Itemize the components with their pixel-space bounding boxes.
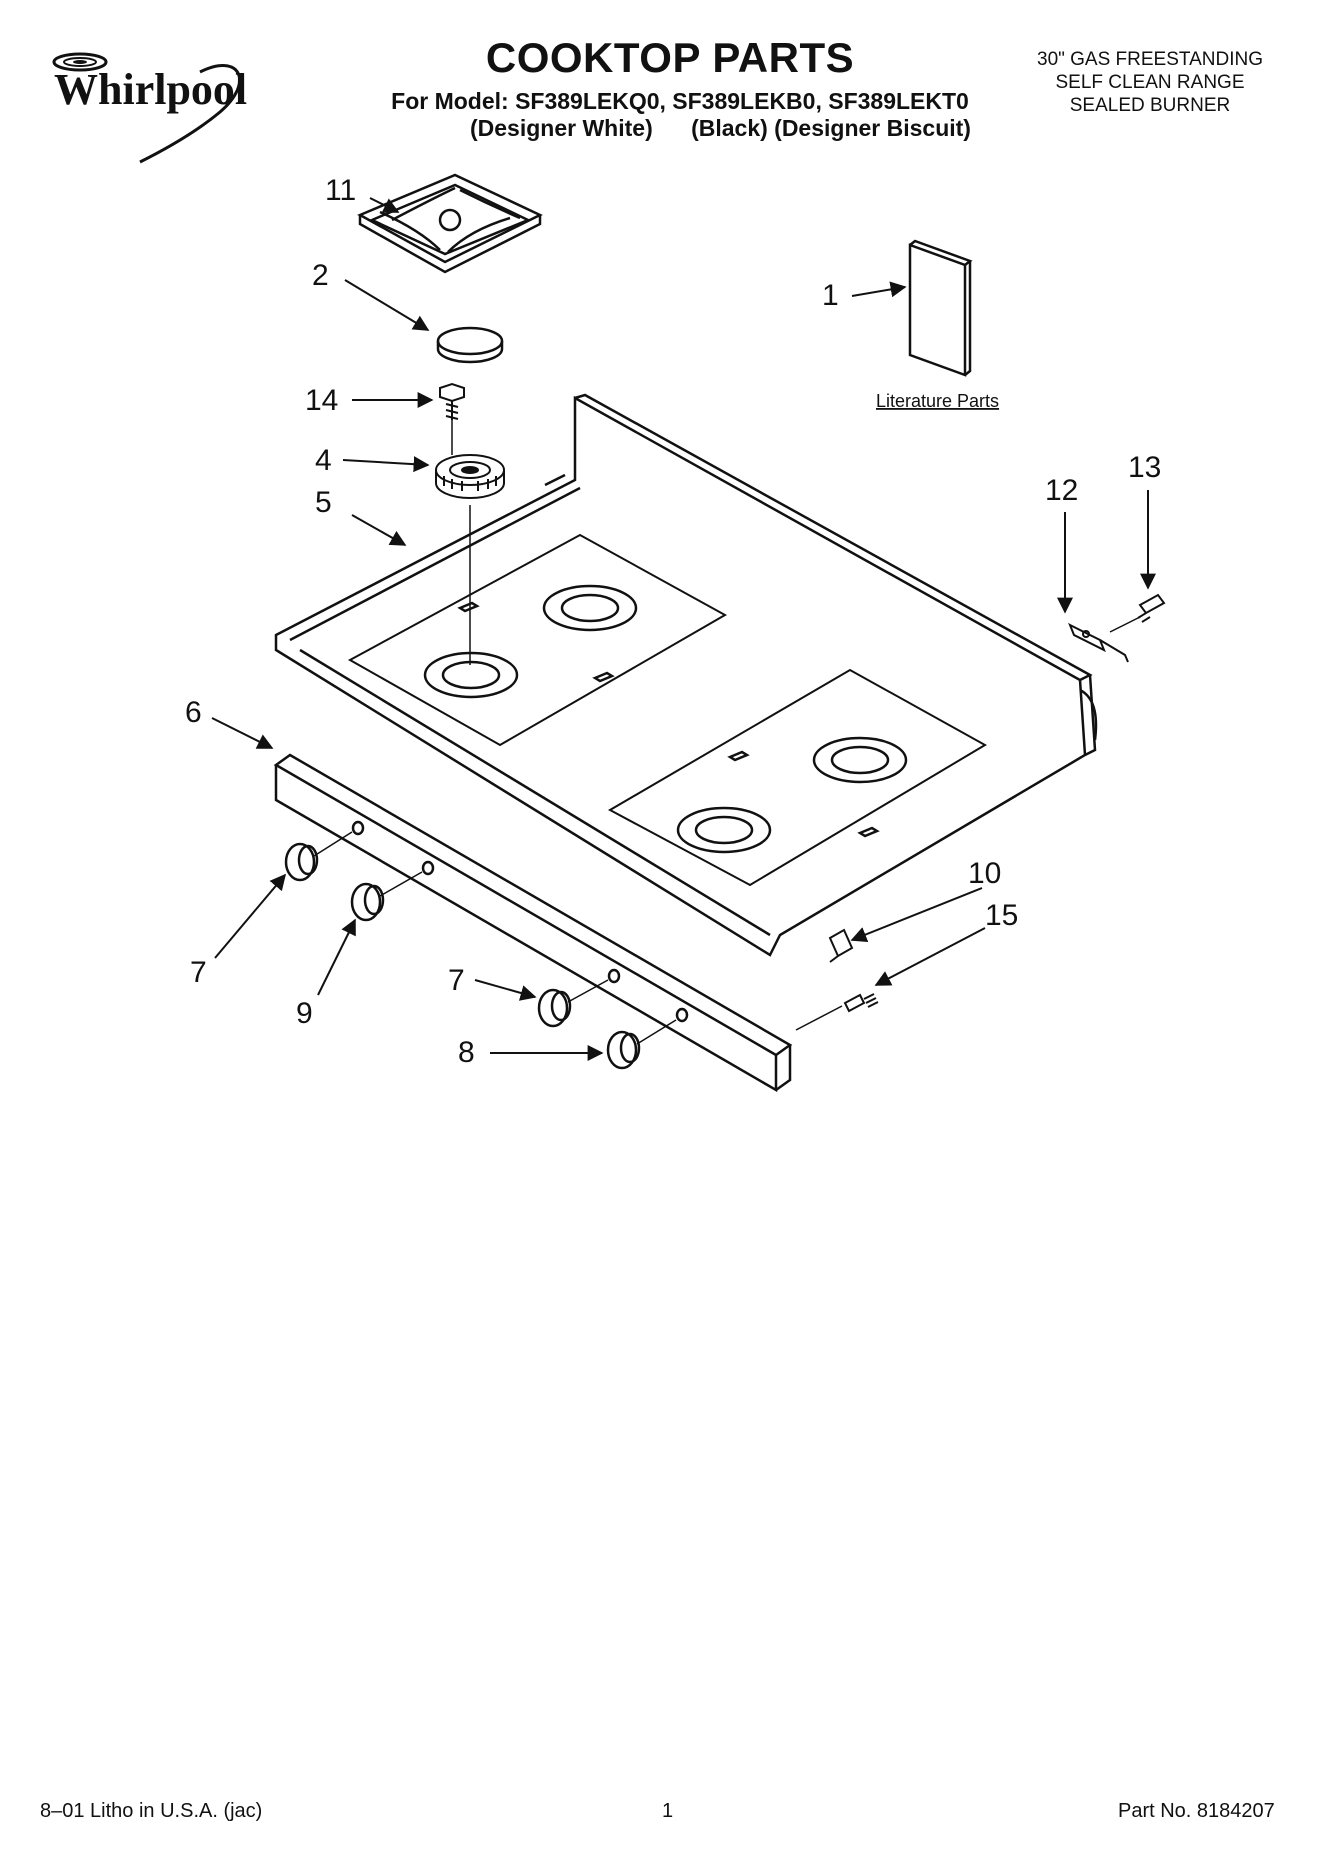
igniter-screw [1109,593,1166,633]
whirlpool-swirl-icon: Whirlpool [52,52,247,164]
callout-7-left: 7 [190,956,207,989]
product-desc-line-2: SELF CLEAN RANGE [1055,72,1245,93]
burner-base [435,420,505,665]
screw-15 [795,993,879,1031]
product-desc-line-3: SEALED BURNER [1069,95,1231,116]
cooktop-exploded-diagram: Literature Parts [185,173,1166,1093]
callout-13: 13 [1128,451,1161,484]
callout-4: 4 [315,444,332,477]
part-number: Part No. 8184207 [1118,1800,1275,1822]
page-title: COOKTOP PARTS [485,34,855,81]
callout-14: 14 [305,384,338,417]
page-number: 1 [662,1800,674,1822]
callouts: 11 2 1 14 4 5 6 7 9 7 8 10 15 12 13 [185,174,1161,1069]
control-knobs [284,831,677,1070]
model-colors: (Designer White) (Black) (Designer Biscu… [470,115,971,141]
callout-10: 10 [968,857,1001,890]
callout-15: 15 [985,899,1018,932]
product-description: 30" GAS FREESTANDING SELF CLEAN RANGE SE… [990,48,1310,117]
burner-cap [436,326,504,364]
screw [439,382,465,420]
callout-5: 5 [315,486,332,519]
brand-wordmark: Whirlpool [54,65,247,114]
callout-12: 12 [1045,474,1078,507]
burner-grate [357,173,543,274]
literature-parts-label: Literature Parts [876,391,999,411]
callout-9: 9 [296,997,313,1030]
callout-6: 6 [185,696,202,729]
knob-7-right [537,988,572,1028]
model-numbers: For Model: SF389LEKQ0, SF389LEKB0, SF389… [391,88,969,114]
manifold-panel [273,753,793,1093]
product-desc-line-1: 30" GAS FREESTANDING [1037,49,1263,70]
bracket-clip [828,928,854,963]
callout-8: 8 [458,1036,475,1069]
whirlpool-logo: Whirlpool [40,42,280,172]
knob-8 [606,1030,641,1070]
cooktop-main-top [274,393,1098,957]
literature-packet [908,239,973,377]
callout-7-right: 7 [448,964,465,997]
callout-2: 2 [312,259,329,292]
knob-9 [350,882,385,922]
footer-litho: 8–01 Litho in U.S.A. (jac) [40,1800,263,1822]
igniter-bracket [1068,622,1129,663]
callout-11: 11 [325,174,356,207]
knob-7-left [284,842,319,882]
callout-1: 1 [822,279,839,312]
